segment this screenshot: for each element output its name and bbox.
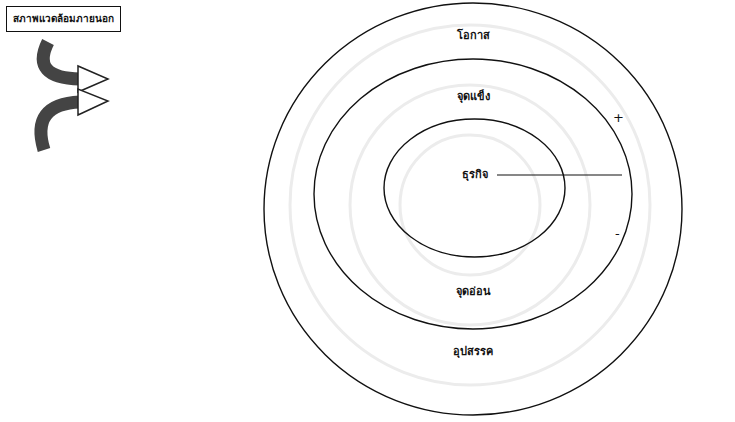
node-label: อุปสรรค <box>263 345 683 359</box>
inner-circle: ธุรกิจ <box>383 118 566 258</box>
axis-line <box>497 174 622 175</box>
curved-arrow <box>43 42 108 92</box>
node-label: จุดแข็ง <box>313 90 633 104</box>
curved-arrow <box>41 89 108 150</box>
circle-outline <box>383 118 566 258</box>
outer-circle: โอกาสอุปสรรค จุดแข็งจุดอ่อน ธุรกิจ <box>263 2 683 416</box>
environment-box: สภาพแวดล้อมภายนอก <box>6 6 121 32</box>
node-label: สภาพแวดล้อมภายนอก <box>13 12 114 26</box>
watermark-seal <box>290 25 650 385</box>
middle-circle: จุดแข็งจุดอ่อน ธุรกิจ <box>313 58 633 330</box>
minus-sign: - <box>615 227 620 241</box>
node-label: จุดอ่อน <box>313 285 633 299</box>
node-label: โอกาส <box>263 29 683 43</box>
plus-sign: + <box>613 111 624 125</box>
node-label: ธุรกิจ <box>383 168 566 182</box>
